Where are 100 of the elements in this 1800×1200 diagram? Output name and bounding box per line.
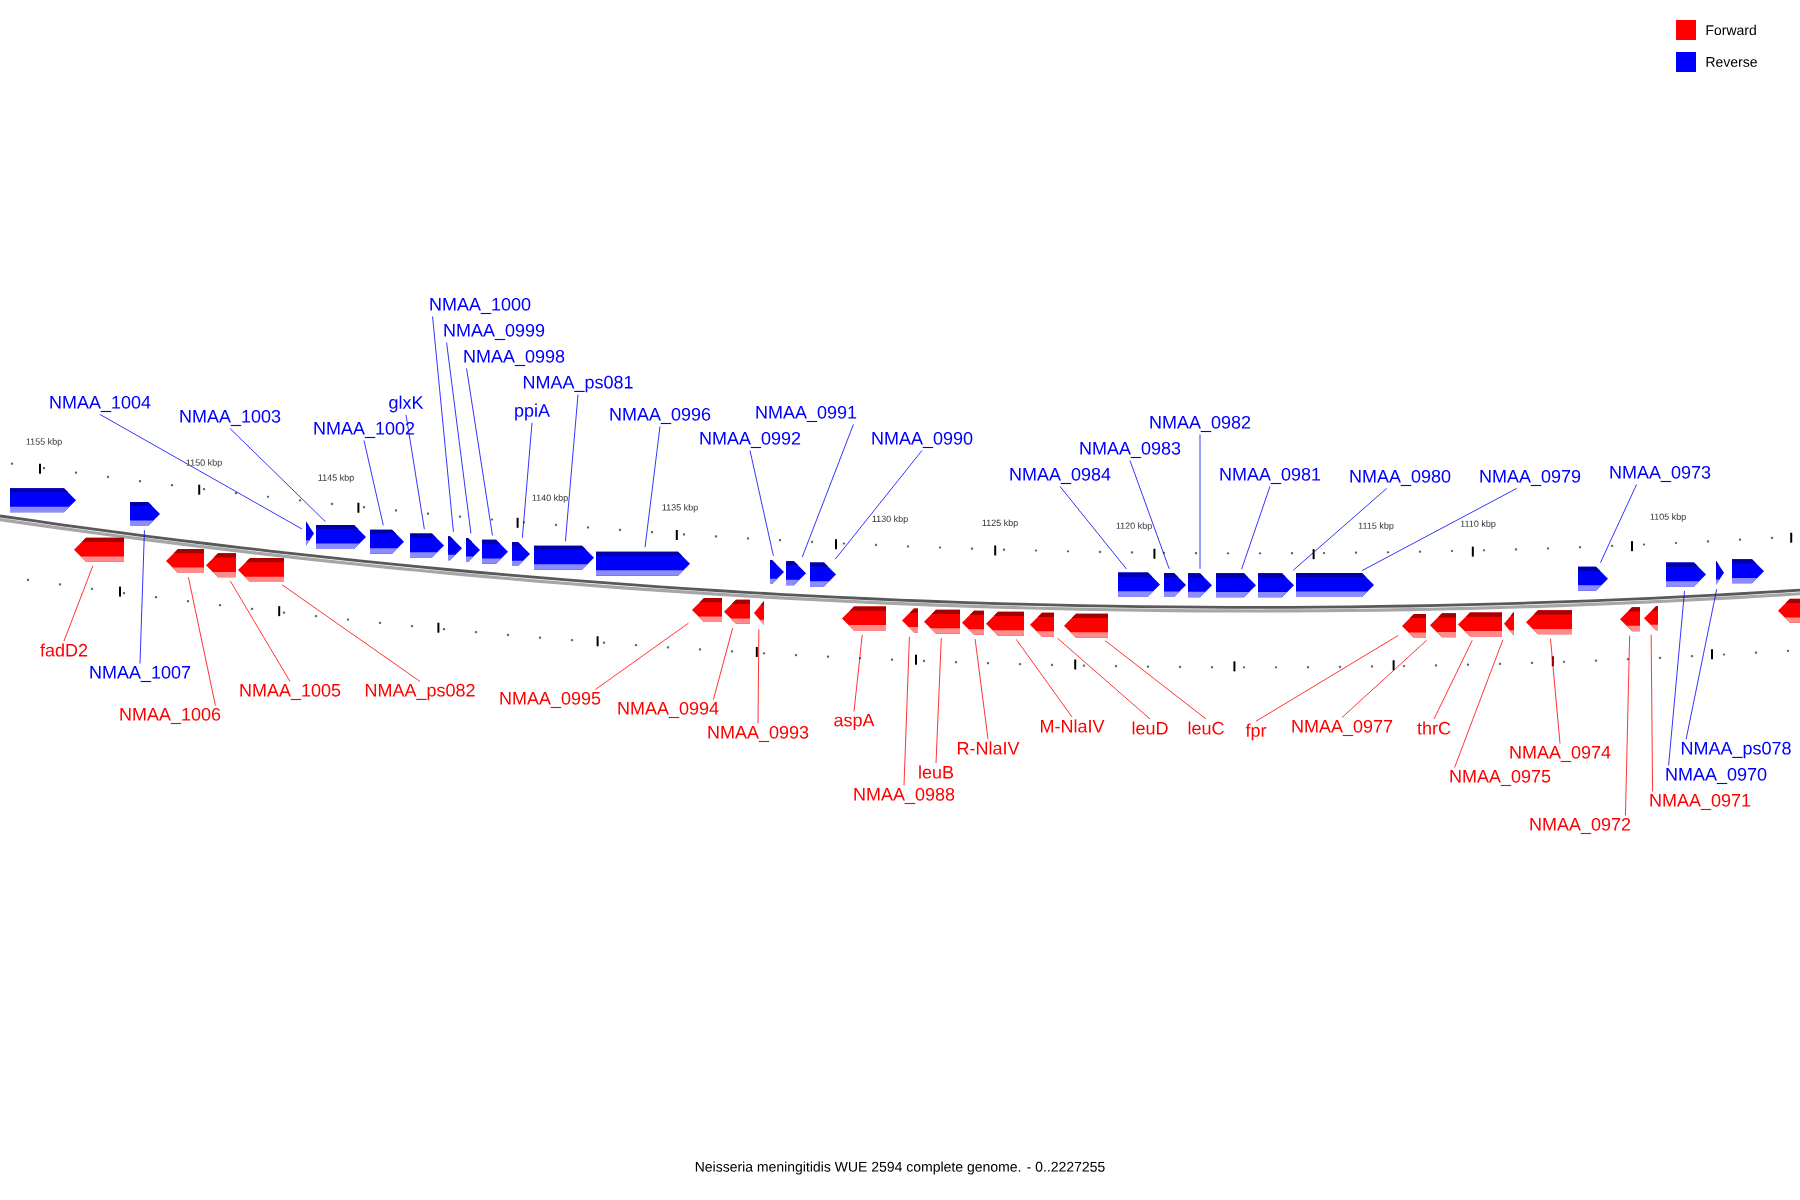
gene-block xyxy=(482,539,508,564)
gene-label: NMAA_1007 xyxy=(90,665,191,683)
gene-label: NMAA_1004 xyxy=(50,395,151,413)
gene-block xyxy=(1778,598,1800,623)
leader-line xyxy=(405,414,425,530)
gene-block xyxy=(1258,573,1294,598)
gene-block xyxy=(596,551,690,576)
gene-block xyxy=(962,610,984,635)
gene-label: leuD xyxy=(1132,721,1168,735)
leader-line xyxy=(522,422,533,539)
gene-label: NMAA_0977 xyxy=(1292,719,1393,737)
gene-label: NMAA_1003 xyxy=(180,409,281,427)
leader-line xyxy=(432,316,454,533)
leader-line xyxy=(935,637,942,764)
gene-block xyxy=(74,537,124,562)
gene-block xyxy=(1666,562,1706,587)
gene-label: NMAA_0990 xyxy=(872,431,973,449)
gene-label: NMAA_0993 xyxy=(708,725,809,743)
leader-line xyxy=(903,636,910,786)
gene-label: NMAA_0972 xyxy=(1530,817,1631,835)
leader-line xyxy=(1129,460,1170,570)
gene-label: NMAA_0975 xyxy=(1450,769,1551,787)
gene-label: NMAA_0980 xyxy=(1350,469,1451,487)
gene-block xyxy=(754,601,764,626)
gene-label: NMAA_0970 xyxy=(1666,767,1767,785)
leader-line xyxy=(1685,588,1718,740)
leader-line xyxy=(1454,639,1504,768)
leader-line xyxy=(1625,635,1631,816)
gene-block xyxy=(810,562,836,587)
leader-line xyxy=(1650,634,1653,792)
gene-block xyxy=(370,529,404,554)
gene-block xyxy=(1732,559,1764,584)
leader-line xyxy=(446,342,472,534)
gene-block xyxy=(842,606,886,631)
gene-label: NMAA_0983 xyxy=(1080,441,1181,459)
gene-label: NMAA_0988 xyxy=(854,787,955,805)
gene-label: NMAA_0995 xyxy=(500,691,601,709)
gene-block xyxy=(512,542,530,567)
leader-line xyxy=(1057,637,1151,720)
gene-label: NMAA_0996 xyxy=(610,407,711,425)
gene-label: NMAA_ps078 xyxy=(1681,741,1791,759)
leader-line xyxy=(466,368,493,536)
gene-label: fpr xyxy=(1245,723,1267,741)
leader-line xyxy=(188,576,216,706)
gene-label: glxK xyxy=(389,395,424,413)
leader-line xyxy=(230,580,291,682)
gene-label: NMAA_1002 xyxy=(314,421,415,439)
gene-label: NMAA_ps082 xyxy=(365,683,475,701)
gene-block xyxy=(1402,613,1426,638)
leader-line xyxy=(1341,639,1428,718)
gene-label: leuC xyxy=(1188,721,1224,735)
gene-block xyxy=(206,553,236,578)
gene-label: NMAA_0982 xyxy=(1150,415,1251,433)
gene-block xyxy=(534,545,594,570)
gene-block xyxy=(786,561,806,586)
gene-block xyxy=(1526,610,1572,635)
leader-line xyxy=(281,584,421,682)
gene-block xyxy=(130,501,160,526)
gene-label: NMAA_1006 xyxy=(120,707,221,725)
leader-line xyxy=(363,440,384,526)
gene-label: NMAA_1005 xyxy=(240,683,341,701)
leader-line xyxy=(644,426,661,548)
leader-line xyxy=(713,627,734,700)
leader-line xyxy=(229,428,326,523)
leader-line xyxy=(1015,639,1073,718)
gene-block xyxy=(692,597,722,622)
leader-line xyxy=(853,634,863,712)
gene-label: NMAA_0998 xyxy=(464,349,565,367)
gene-block xyxy=(448,536,462,561)
leader-line xyxy=(1550,638,1561,744)
gene-block xyxy=(1716,560,1724,585)
gene-label: NMAA_0992 xyxy=(700,431,801,449)
leader-line xyxy=(1104,640,1207,720)
gene-label: fadD2 xyxy=(40,643,88,657)
leader-line xyxy=(139,529,145,664)
gene-label: NMAA_0971 xyxy=(1650,793,1751,811)
gene-block xyxy=(1164,573,1186,597)
gene-block xyxy=(1620,607,1640,632)
gene-block xyxy=(1030,612,1054,637)
leader-line xyxy=(1199,434,1201,570)
gene-label: NMAA_0973 xyxy=(1610,465,1711,483)
gene-block xyxy=(924,609,960,634)
gene-label: NMAA_0994 xyxy=(618,701,719,719)
leader-line xyxy=(757,629,760,724)
gene-label: NMAA_0974 xyxy=(1510,745,1611,763)
gene-block xyxy=(1430,613,1456,638)
gene-block xyxy=(902,608,918,633)
leader-line xyxy=(63,565,94,642)
leader-line xyxy=(801,424,854,558)
leader-line xyxy=(99,414,303,530)
gene-block xyxy=(306,521,314,546)
gene-label: aspA xyxy=(834,713,875,731)
gene-label: R-NlaIV xyxy=(958,741,1020,755)
leader-line xyxy=(1292,488,1387,571)
gene-block xyxy=(1064,613,1108,638)
leader-line xyxy=(974,638,989,740)
gene-label: ppiA xyxy=(515,403,550,421)
gene-block xyxy=(238,558,284,583)
leader-line xyxy=(1433,640,1473,720)
leader-line xyxy=(1059,486,1127,570)
